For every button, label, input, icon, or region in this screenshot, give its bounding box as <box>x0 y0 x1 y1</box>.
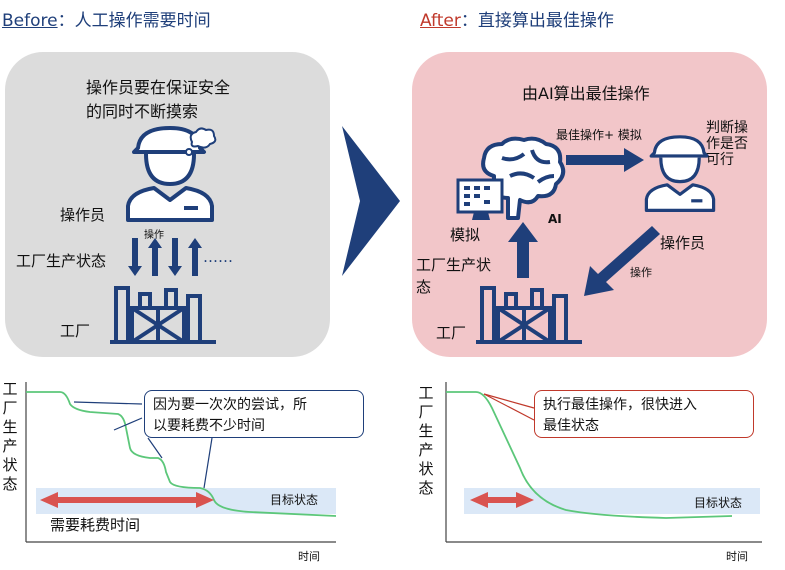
diagonal-arrow-icon <box>584 226 660 296</box>
right-arrow-icon <box>566 148 644 172</box>
before-callout-line-1: 因为要一次次的尝试，所 <box>153 397 307 413</box>
big-right-arrow-icon <box>342 126 400 276</box>
before-callout-pointers <box>73 401 213 489</box>
after-curve <box>446 391 733 519</box>
before-time-needed-label: 需要耗费时间 <box>50 516 141 534</box>
after-plant-state-label: 工厂生产状 态 <box>416 254 491 298</box>
after-ai-label: AI <box>548 212 562 226</box>
before-operation-label: 操作 <box>144 230 164 241</box>
operator-icon <box>126 126 214 222</box>
before-colon: ： <box>57 11 75 31</box>
after-y-axis-label: 工 厂 生 产 状 态 <box>416 384 436 498</box>
before-panel-text-1: 操作员要在保证安全 <box>86 78 231 97</box>
after-x-axis-label: 时间 <box>726 550 748 563</box>
before-header: Before：人工操作需要时间 <box>2 6 211 31</box>
brain-icon <box>481 136 566 220</box>
before-dots: …… <box>203 248 233 266</box>
before-y-char: 厂 <box>2 399 18 417</box>
after-colon: ： <box>460 11 478 31</box>
up-down-arrows-icon <box>128 238 202 276</box>
before-callout-line-2: 以要耗费不少时间 <box>153 418 265 434</box>
after-label: After <box>420 11 461 31</box>
after-best-plus-sim-label: 最佳操作+ 模拟 <box>556 128 642 142</box>
before-panel-text-2: 的同时不断摸索 <box>86 102 199 121</box>
after-judge-line-3: 可行 <box>706 152 734 168</box>
computer-monitor-icon <box>456 178 504 220</box>
after-y-char: 态 <box>418 479 434 497</box>
after-judge-label: 判断操 作是否 可行 <box>706 120 748 168</box>
before-label: Before <box>2 11 58 31</box>
before-chart <box>25 382 337 543</box>
before-title: 人工操作需要时间 <box>74 11 211 31</box>
after-judge-line-2: 作是否 <box>706 136 748 152</box>
after-callout: 执行最佳操作，很快进入 最佳状态 <box>534 390 754 438</box>
before-y-char: 态 <box>2 475 18 493</box>
after-operator-label: 操作员 <box>660 234 706 252</box>
before-time-double-arrow <box>40 492 214 508</box>
before-factory-label: 工厂 <box>60 322 91 340</box>
after-callout-pointer <box>483 393 535 421</box>
after-simulation-label: 模拟 <box>450 226 481 244</box>
after-judge-line-1: 判断操 <box>706 120 748 136</box>
after-panel-text: 由AI算出最佳操作 <box>522 84 650 103</box>
after-operation-label: 操作 <box>630 266 652 279</box>
before-x-axis-label: 时间 <box>298 550 320 563</box>
thought-bubble-icon <box>185 127 217 156</box>
after-target-label: 目标状态 <box>694 496 743 510</box>
after-title: 直接算出最佳操作 <box>477 11 614 31</box>
after-chart <box>445 382 762 543</box>
before-plant-state-label: 工厂生产状态 <box>16 252 107 270</box>
after-y-char: 工 <box>418 384 434 402</box>
after-y-char: 产 <box>418 441 434 459</box>
after-header: After：直接算出最佳操作 <box>420 6 614 31</box>
before-y-char: 状 <box>2 456 18 474</box>
up-arrow-icon <box>508 222 538 278</box>
after-factory-label: 工厂 <box>436 324 467 342</box>
factory-icon <box>476 286 582 344</box>
after-time-double-arrow <box>470 492 534 508</box>
after-y-char: 生 <box>418 422 434 440</box>
before-y-axis-label: 工 厂 生 产 状 态 <box>0 380 20 494</box>
after-y-char: 状 <box>418 460 434 478</box>
before-callout: 因为要一次次的尝试，所 以要耗费不少时间 <box>144 390 364 438</box>
before-target-label: 目标状态 <box>270 493 319 507</box>
before-y-char: 生 <box>2 418 18 436</box>
after-y-char: 厂 <box>418 403 434 421</box>
after-plant-state-line-2: 态 <box>416 278 432 296</box>
after-callout-line-2: 最佳状态 <box>543 418 599 434</box>
operator-icon <box>644 135 716 212</box>
before-y-char: 产 <box>2 437 18 455</box>
after-plant-state-line-1: 工厂生产状 <box>416 256 492 274</box>
factory-icon <box>110 286 216 344</box>
before-y-char: 工 <box>2 380 18 398</box>
after-callout-line-1: 执行最佳操作，很快进入 <box>543 397 697 413</box>
before-operator-label: 操作员 <box>60 206 106 224</box>
before-curve <box>26 391 337 517</box>
